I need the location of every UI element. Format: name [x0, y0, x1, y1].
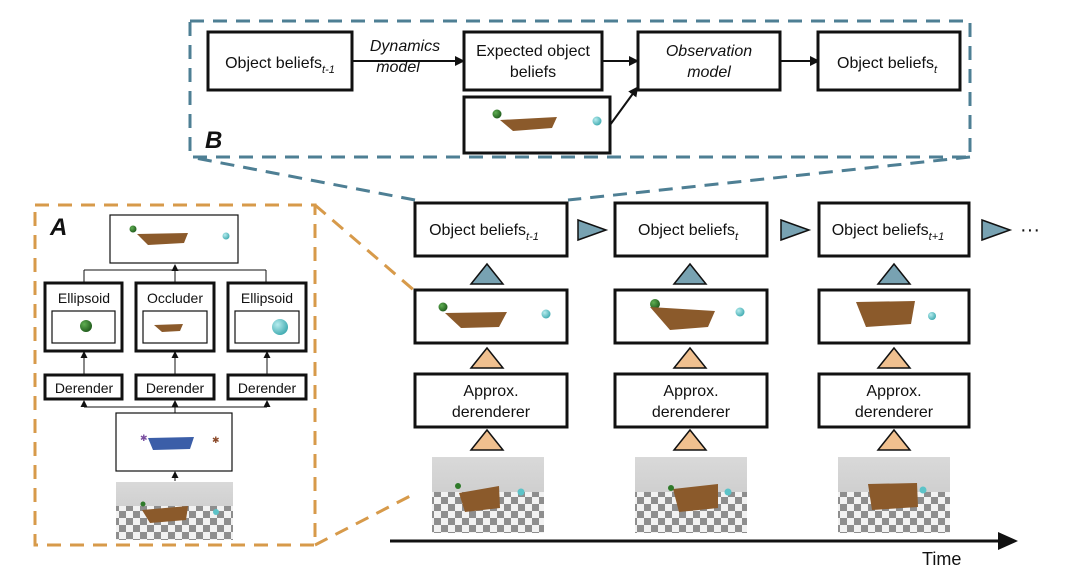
module-ellipsoid-right: Ellipsoid — [226, 281, 308, 353]
green-ball-icon — [492, 109, 502, 119]
up-arrow-orange-icon — [672, 346, 708, 369]
svg-text:Ellipsoid: Ellipsoid — [58, 290, 110, 306]
right-arrow-blue-icon — [780, 218, 812, 242]
green-ball-icon — [650, 299, 660, 309]
svg-text:Derender: Derender — [146, 380, 205, 396]
expected-beliefs-line1: Expected object — [476, 43, 590, 60]
continuation-ellipsis: ··· — [1020, 219, 1040, 241]
current-beliefs-label: Object beliefst — [837, 55, 938, 76]
observation-model-box — [636, 30, 782, 92]
svg-text:derenderer: derenderer — [855, 404, 934, 421]
up-arrow-blue-icon — [672, 262, 708, 285]
expected-beliefs-line2: beliefs — [510, 64, 556, 81]
derender-box-3 — [226, 373, 308, 401]
up-arrow-orange-icon — [876, 428, 912, 451]
cyan-ball-icon — [222, 232, 230, 240]
scene-image-1 — [432, 457, 544, 533]
svg-text:Approx.: Approx. — [866, 383, 921, 400]
svg-text:derenderer: derenderer — [452, 404, 531, 421]
time-axis-arrowhead — [998, 532, 1018, 550]
svg-text:Derender: Derender — [238, 380, 297, 396]
scene-image-3 — [838, 457, 950, 533]
svg-text:Object beliefst+1: Object beliefst+1 — [832, 222, 945, 243]
segment-marker-right: ✱ — [212, 435, 220, 445]
beliefs-box-2 — [613, 201, 769, 258]
occluder-icon — [445, 312, 507, 328]
occluder-icon — [650, 307, 715, 330]
time-label: Time — [922, 549, 961, 569]
panel-b: B Object beliefst-1 Dynamics model Expec… — [188, 19, 972, 202]
up-arrow-orange-icon — [469, 346, 505, 369]
occluder-icon — [154, 324, 183, 332]
svg-text:Approx.: Approx. — [663, 383, 718, 400]
up-arrow-blue-icon — [469, 262, 505, 285]
up-arrow-orange-icon — [672, 428, 708, 451]
green-ball-icon — [129, 225, 137, 233]
timeline-column-1: Object beliefst-1 Approx. derenderer — [413, 201, 569, 533]
current-beliefs-box — [816, 30, 962, 92]
panel-a: A Ellipsoid Occluder Ellipsoid — [33, 203, 417, 547]
derenderer-box-1 — [413, 372, 569, 429]
zoom-line-b-right — [567, 155, 971, 202]
image-to-observation-arrow — [609, 86, 639, 126]
prev-beliefs-label: Object beliefst-1 — [225, 55, 335, 76]
svg-text:Approx.: Approx. — [463, 383, 518, 400]
segmented-occluder-icon — [148, 437, 194, 450]
derender-box-2 — [134, 373, 216, 401]
svg-text:Occluder: Occluder — [147, 290, 203, 306]
timeline-column-3: Object beliefst+1 Approx. derenderer — [817, 201, 971, 533]
up-arrow-orange-icon — [469, 428, 505, 451]
dynamics-model-line1: Dynamics — [370, 38, 440, 55]
right-arrow-blue-icon — [577, 218, 609, 242]
observation-model-line2: model — [687, 64, 731, 81]
derender-box-1 — [43, 373, 124, 401]
cyan-ball-icon — [735, 307, 745, 317]
svg-text:Object beliefst-1: Object beliefst-1 — [429, 222, 539, 243]
derenderer-box-2 — [613, 372, 769, 429]
module-ellipsoid-left: Ellipsoid — [43, 281, 124, 353]
panel-a-border — [33, 203, 317, 547]
derenderer-box-3 — [817, 372, 971, 429]
dynamics-model-line2: model — [376, 59, 420, 76]
up-arrow-blue-icon — [876, 262, 912, 285]
cyan-ball-icon — [592, 116, 602, 126]
occluder-icon — [856, 301, 915, 327]
zoom-line-a-top — [314, 203, 417, 294]
right-arrow-blue-icon — [981, 218, 1013, 242]
green-ball-icon — [80, 320, 92, 332]
cyan-ball-icon — [272, 319, 288, 335]
green-ball-icon — [438, 302, 448, 312]
occluder-icon — [137, 233, 188, 245]
beliefs-box-3 — [817, 201, 971, 258]
up-arrow-orange-icon — [876, 346, 912, 369]
occluder-icon — [500, 117, 557, 131]
svg-text:derenderer: derenderer — [652, 404, 731, 421]
timeline-column-2: Object beliefst Approx. derenderer — [613, 201, 769, 533]
timeline: Object beliefst-1 Approx. derenderer Ob — [390, 201, 1040, 569]
segment-marker-left: ✱ — [140, 433, 148, 443]
expected-beliefs-box — [462, 30, 604, 92]
zoom-line-b-left — [189, 155, 416, 202]
beliefs-box-1 — [413, 201, 569, 258]
module-occluder: Occluder — [134, 281, 216, 353]
panel-b-label: B — [205, 127, 222, 154]
svg-text:Ellipsoid: Ellipsoid — [241, 290, 293, 306]
cyan-ball-icon — [928, 312, 936, 320]
observation-model-line1: Observation — [666, 43, 752, 60]
panel-a-label: A — [49, 214, 67, 241]
zoom-line-a-bottom — [314, 491, 417, 547]
svg-text:Object beliefst: Object beliefst — [638, 222, 739, 243]
prev-beliefs-box — [206, 30, 354, 92]
scene-image-2 — [635, 457, 747, 533]
svg-text:Derender: Derender — [55, 380, 114, 396]
scene-image-a — [116, 482, 233, 540]
cyan-ball-icon — [541, 309, 551, 319]
